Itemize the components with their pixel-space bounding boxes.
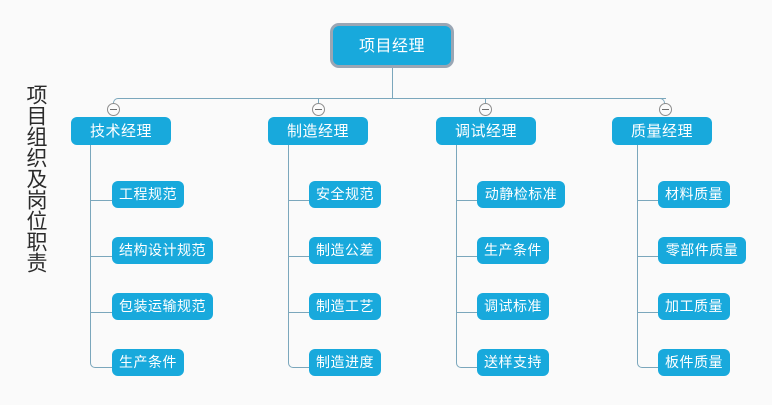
node-manager-manufacturing[interactable]: 制造经理 xyxy=(268,117,368,145)
connector-stub-col4-4 xyxy=(637,312,659,368)
connector-stub-col3-3 xyxy=(456,312,478,313)
chart-side-title: 项目组织及岗位职责 xyxy=(24,84,48,273)
connector-spine-col1-c xyxy=(90,256,91,312)
node-root-project-manager[interactable]: 项目经理 xyxy=(330,23,454,68)
node-manager-technical[interactable]: 技术经理 xyxy=(71,117,171,145)
connector-spine-col3-c xyxy=(456,256,457,312)
connector-stub-col4-1 xyxy=(637,200,659,201)
connector-spine-col4-b xyxy=(637,200,638,256)
node-leaf-col1-1[interactable]: 工程规范 xyxy=(112,181,184,208)
connector-stub-col2-3 xyxy=(288,312,310,313)
connector-stub-col3-1 xyxy=(456,200,478,201)
collapse-toggle-col2[interactable] xyxy=(312,103,325,116)
node-leaf-col4-4[interactable]: 板件质量 xyxy=(658,349,730,376)
connector-stub-col3-4 xyxy=(456,312,478,368)
node-leaf-col4-2[interactable]: 零部件质量 xyxy=(658,237,746,264)
node-leaf-col3-2[interactable]: 生产条件 xyxy=(477,237,549,264)
node-leaf-col1-2[interactable]: 结构设计规范 xyxy=(112,237,213,264)
node-leaf-col3-1[interactable]: 动静检标准 xyxy=(477,181,565,208)
connector-stub-col1-1 xyxy=(90,200,113,201)
connector-spine-col4-c xyxy=(637,256,638,312)
connector-spine-col3-a xyxy=(456,145,457,200)
node-manager-quality[interactable]: 质量经理 xyxy=(612,117,712,145)
node-leaf-col1-4[interactable]: 生产条件 xyxy=(112,349,184,376)
node-leaf-col2-4[interactable]: 制造进度 xyxy=(309,349,381,376)
node-leaf-col4-1[interactable]: 材料质量 xyxy=(658,181,730,208)
connector-spine-col2-c xyxy=(288,256,289,312)
connector-stub-col2-4 xyxy=(288,312,310,368)
collapse-toggle-col4[interactable] xyxy=(659,103,672,116)
connector-spine-col1-a xyxy=(90,145,91,200)
connector-spine-col4-a xyxy=(637,145,638,200)
connector-spine-col3-b xyxy=(456,200,457,256)
node-leaf-col2-2[interactable]: 制造公差 xyxy=(309,237,381,264)
connector-spine-col1-b xyxy=(90,200,91,256)
node-leaf-col4-3[interactable]: 加工质量 xyxy=(658,293,730,320)
node-leaf-col2-1[interactable]: 安全规范 xyxy=(309,181,381,208)
collapse-toggle-col1[interactable] xyxy=(107,103,120,116)
connector-stub-col4-2 xyxy=(637,256,659,257)
connector-stub-col1-2 xyxy=(90,256,113,257)
connector-stub-col1-4 xyxy=(90,312,113,368)
connector-root-stem xyxy=(392,68,393,98)
connector-stub-col2-2 xyxy=(288,256,310,257)
node-manager-commissioning[interactable]: 调试经理 xyxy=(436,117,536,145)
node-leaf-col2-3[interactable]: 制造工艺 xyxy=(309,293,381,320)
connector-stub-col4-3 xyxy=(637,312,659,313)
connector-bus-horizontal xyxy=(122,98,666,99)
connector-stub-col1-3 xyxy=(90,312,113,313)
connector-stub-col3-2 xyxy=(456,256,478,257)
connector-spine-col2-b xyxy=(288,200,289,256)
node-leaf-col1-3[interactable]: 包装运输规范 xyxy=(112,293,213,320)
node-leaf-col3-4[interactable]: 送样支持 xyxy=(477,349,549,376)
connector-spine-col2-a xyxy=(288,145,289,200)
collapse-toggle-col3[interactable] xyxy=(479,103,492,116)
connector-stub-col2-1 xyxy=(288,200,310,201)
node-leaf-col3-3[interactable]: 调试标准 xyxy=(477,293,549,320)
